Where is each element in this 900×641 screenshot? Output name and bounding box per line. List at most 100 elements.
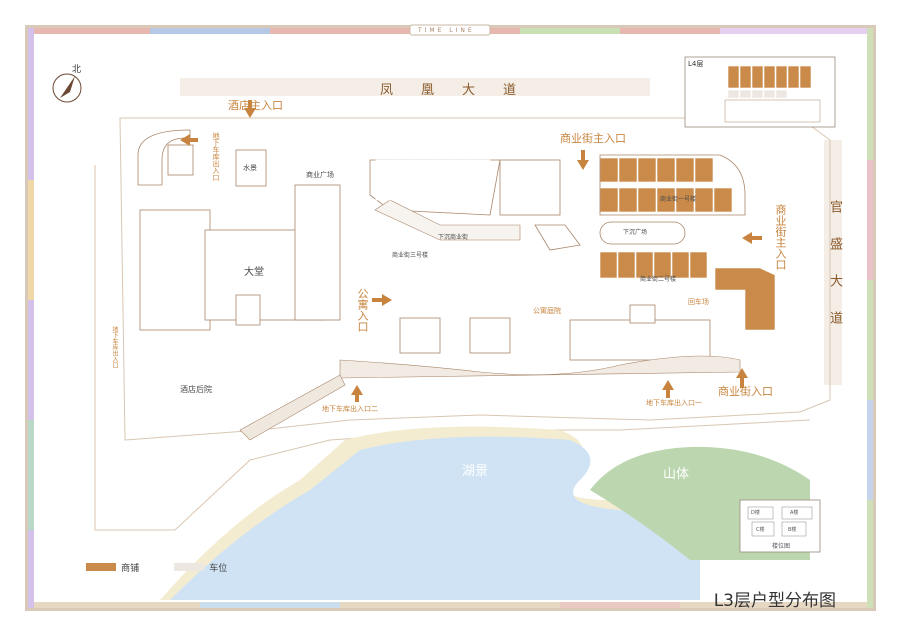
street-entry-bottom-label: 商业街入口 — [718, 385, 773, 398]
parking-stall — [413, 159, 434, 201]
parking-stall-rows — [361, 159, 567, 283]
shop-unit — [637, 157, 657, 183]
shop-unit — [656, 157, 676, 183]
parking-stall — [394, 159, 415, 201]
inset-shop-unit — [727, 65, 740, 89]
street-3-label: 商业街三号楼 — [392, 252, 429, 259]
shop-unit — [656, 187, 676, 213]
shop-unit — [618, 187, 638, 213]
parking-stall — [375, 159, 396, 201]
sunken-street-label: 下沉商业街 — [438, 234, 469, 241]
shop-unit — [599, 157, 619, 183]
entry-arrows — [180, 100, 762, 402]
fenghuang-road-label: 凤凰大道 — [380, 83, 545, 98]
key-plan-block-d: D楼 — [751, 510, 760, 516]
shop-unit — [637, 187, 657, 213]
lake-shape — [170, 436, 700, 600]
guansheng-road — [824, 140, 842, 385]
inset-parking-unit — [739, 89, 752, 99]
l4-inset-map — [684, 56, 836, 128]
key-plan-block-c: C楼 — [756, 527, 765, 533]
legend-swatch-shop — [86, 562, 116, 571]
parking-stall — [429, 255, 448, 283]
sunken-plaza-label: 下沉广场 — [623, 229, 648, 236]
parking-stall — [395, 255, 414, 283]
parking-stall — [497, 255, 516, 283]
garage-entry-1-label: 地下车库出入口一 — [646, 399, 702, 407]
shop-unit — [653, 251, 672, 279]
water-label: 水景 — [243, 164, 257, 172]
legend: 商铺 车位 — [86, 556, 227, 575]
shop-unit — [599, 187, 619, 213]
shop-block-curve — [714, 267, 776, 331]
parking-stall — [451, 159, 472, 201]
fenghuang-road — [180, 78, 650, 96]
apartment-entry-label: 公寓入口 — [356, 288, 369, 332]
parking-stall — [463, 255, 482, 283]
guansheng-road-label: 官盛大道 — [827, 200, 842, 348]
key-plan-label: 楼位图 — [772, 543, 791, 550]
north-label: 北 — [72, 65, 82, 75]
shop-unit — [675, 187, 695, 213]
top-tab: TIME LINE — [418, 27, 475, 34]
inset-shop-unit — [775, 65, 788, 89]
lobby-label: 大堂 — [244, 267, 264, 278]
site-boundary — [119, 117, 831, 441]
garage-entry-2-label: 地下车库出入口二 — [322, 405, 378, 413]
parking-stall — [548, 255, 567, 283]
hotel-building — [137, 129, 341, 331]
parking-stall — [361, 255, 380, 283]
inset-shop-unit — [799, 65, 812, 89]
lake-label: 湖景 — [462, 464, 489, 479]
parking-stall — [514, 255, 533, 283]
plaza-label: 商业广场 — [306, 171, 334, 179]
inset-shop-unit — [787, 65, 800, 89]
shop-unit — [675, 157, 695, 183]
street-main-entry-right-label: 商业街主入口 — [774, 204, 787, 270]
key-plan-block-a: A楼 — [790, 510, 799, 516]
inset-parking-unit — [751, 89, 764, 99]
parking-stall — [446, 255, 465, 283]
shop-unit — [635, 251, 654, 279]
ramp — [239, 374, 346, 441]
street-1-label: 商业街一号楼 — [660, 196, 697, 203]
outer-road — [94, 165, 811, 531]
shop-unit — [694, 157, 714, 183]
shop-unit — [689, 251, 708, 279]
hotel-backyard-label: 酒店后院 — [180, 385, 212, 394]
inset-parking-unit — [763, 89, 776, 99]
parking-stall — [378, 255, 397, 283]
inset-title: L4层 — [688, 60, 704, 68]
decorative-frame — [25, 24, 876, 611]
hotel-main-entry-label: 酒店主入口 — [228, 99, 283, 112]
inset-shop-unit — [763, 65, 776, 89]
key-plan-block-b: B楼 — [788, 527, 797, 533]
shop-unit — [671, 251, 690, 279]
shop-block-1 — [599, 157, 733, 213]
inset-shop-unit — [739, 65, 752, 89]
apartment-block — [399, 304, 711, 361]
turnaround-label: 回车场 — [688, 298, 709, 306]
street-main-entry-top-label: 商业街主入口 — [560, 132, 626, 145]
shop-unit — [618, 157, 638, 183]
hotel-garage-label: 地下车库出入口 — [212, 132, 220, 181]
parking-stall — [412, 255, 431, 283]
shop-unit — [617, 251, 636, 279]
parking-stall — [531, 255, 550, 283]
street-2-label: 商业街二号楼 — [640, 276, 677, 283]
shop-unit — [599, 251, 618, 279]
shop-unit — [694, 187, 714, 213]
inset-parking-unit — [775, 89, 788, 99]
parking-stall — [470, 159, 491, 201]
inset-parking-unit — [727, 89, 740, 99]
left-garage-label: 地下车库出入口 — [111, 326, 118, 368]
parking-stall — [432, 159, 453, 201]
key-plan — [739, 499, 821, 553]
deck-platform — [339, 355, 741, 379]
legend-label-parking: 车位 — [209, 564, 228, 574]
legend-label-shop: 商铺 — [121, 564, 140, 574]
page-title: L3层户型分布图 — [713, 591, 836, 611]
legend-swatch-parking — [174, 562, 205, 571]
